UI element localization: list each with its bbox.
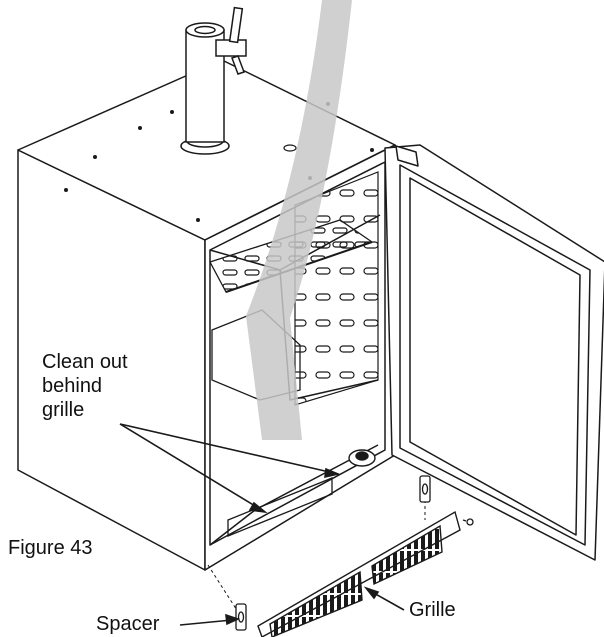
beer-tower	[180, 6, 247, 155]
open-door	[384, 144, 604, 561]
figure-caption: Figure 43	[8, 537, 93, 559]
interior-opening	[209, 161, 386, 546]
grille-label: Grille	[409, 599, 456, 621]
callout-clean-out-label: Clean out behind grille	[42, 350, 128, 422]
callout-line-1: Clean out	[42, 351, 128, 373]
drain-fitting	[348, 449, 376, 467]
spacer-part	[235, 475, 431, 631]
grille-panel	[257, 510, 461, 637]
callout-line-2: behind	[42, 375, 103, 397]
airflow-arrow	[246, 0, 352, 440]
spacer-label: Spacer	[96, 613, 160, 635]
callout-line-3: grille	[42, 399, 85, 421]
screw-icon	[462, 518, 474, 526]
side-panel	[294, 171, 379, 406]
